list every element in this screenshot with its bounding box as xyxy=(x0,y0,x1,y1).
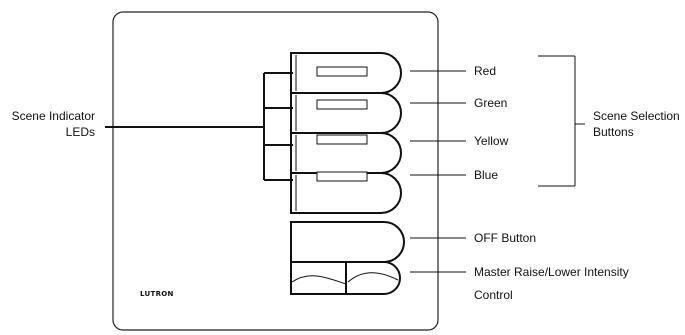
label-yellow: Yellow xyxy=(474,134,509,148)
scene-led-red xyxy=(316,66,368,77)
scene-indicator-label-line2: LEDs xyxy=(66,125,95,139)
led-callout-bracket xyxy=(105,72,293,181)
scene-button-red[interactable] xyxy=(290,52,402,94)
scene-button-green[interactable] xyxy=(290,92,402,134)
raise-button-curve xyxy=(347,272,399,283)
scene-led-yellow xyxy=(316,134,368,145)
scene-selection-bracket xyxy=(538,55,585,187)
scene-led-blue xyxy=(316,171,368,182)
off-button[interactable] xyxy=(290,221,405,263)
label-green: Green xyxy=(474,96,507,110)
right-leader-lines xyxy=(410,70,466,273)
scene-indicator-label-line1: Scene Indicator xyxy=(12,109,95,123)
label-blue: Blue xyxy=(474,168,498,182)
master-control-label-line1: Master Raise/Lower Intensity xyxy=(474,265,629,279)
scene-selection-label-line2: Buttons xyxy=(593,125,634,139)
label-off-button: OFF Button xyxy=(474,231,536,245)
lower-button-curve xyxy=(291,275,347,285)
scene-button-blue[interactable] xyxy=(290,171,402,214)
master-control-label-line2: Control xyxy=(474,288,513,302)
label-red: Red xyxy=(474,64,496,78)
scene-led-green xyxy=(316,99,368,110)
lutron-logo: LUTRON xyxy=(140,290,174,298)
scene-button-yellow[interactable] xyxy=(290,132,402,174)
master-raise-lower-control[interactable] xyxy=(290,261,401,295)
scene-selection-label-line1: Scene Selection xyxy=(593,109,680,123)
